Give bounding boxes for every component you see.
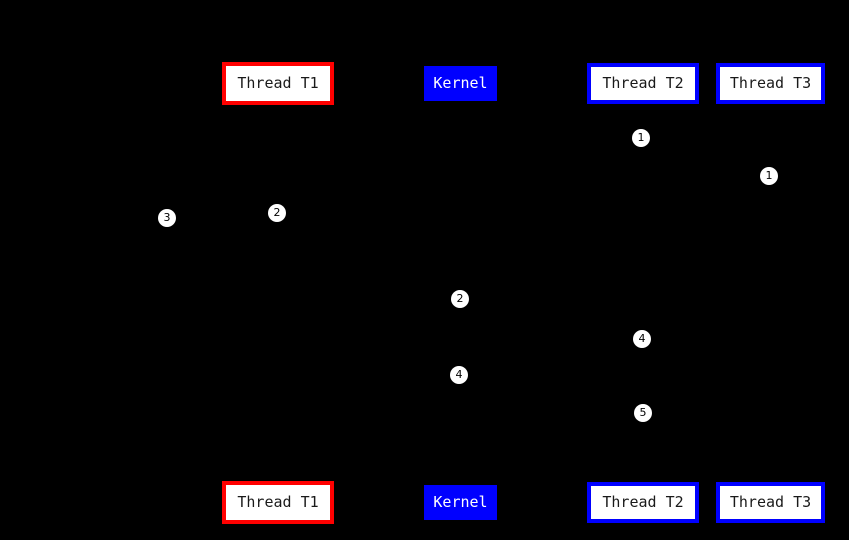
msg-kernel-to-t2	[460, 339, 643, 340]
participant-t3-top[interactable]: Thread T3	[716, 63, 825, 104]
msg-t1-left	[167, 214, 278, 215]
participant-t1-top[interactable]: Thread T1	[222, 62, 334, 105]
participant-label: Thread T3	[729, 493, 812, 511]
lifeline-t2	[643, 104, 644, 482]
step-t2-5: 5	[634, 404, 652, 422]
participant-kernel-top[interactable]: Kernel	[424, 66, 497, 101]
participant-kernel-bottom[interactable]: Kernel	[424, 485, 497, 520]
step-t3-1: 1	[760, 167, 778, 185]
participant-label: Thread T2	[602, 74, 684, 92]
participant-label: Thread T1	[237, 493, 319, 511]
step-kernel-2: 2	[451, 290, 469, 308]
step-t1-3: 3	[158, 209, 176, 227]
participant-t1-bottom[interactable]: Thread T1	[222, 481, 334, 524]
step-t2-4: 4	[633, 330, 651, 348]
step-t1-2: 2	[268, 204, 286, 222]
participant-t3-bottom[interactable]: Thread T3	[716, 482, 825, 523]
participant-label: Kernel	[433, 74, 488, 92]
step-kernel-4: 4	[450, 366, 468, 384]
step-t2-1: 1	[632, 129, 650, 147]
participant-label: Thread T2	[602, 493, 684, 511]
participant-label: Thread T3	[729, 74, 812, 92]
msg-t3-to-t2	[643, 138, 770, 139]
participant-t2-bottom[interactable]: Thread T2	[587, 482, 699, 523]
lifeline-t1	[278, 105, 279, 481]
participant-label: Thread T1	[237, 74, 319, 92]
lifeline-t3	[770, 104, 771, 482]
participant-label: Kernel	[433, 493, 488, 511]
participant-t2-top[interactable]: Thread T2	[587, 63, 699, 104]
msg-t1-to-kernel	[278, 214, 460, 215]
